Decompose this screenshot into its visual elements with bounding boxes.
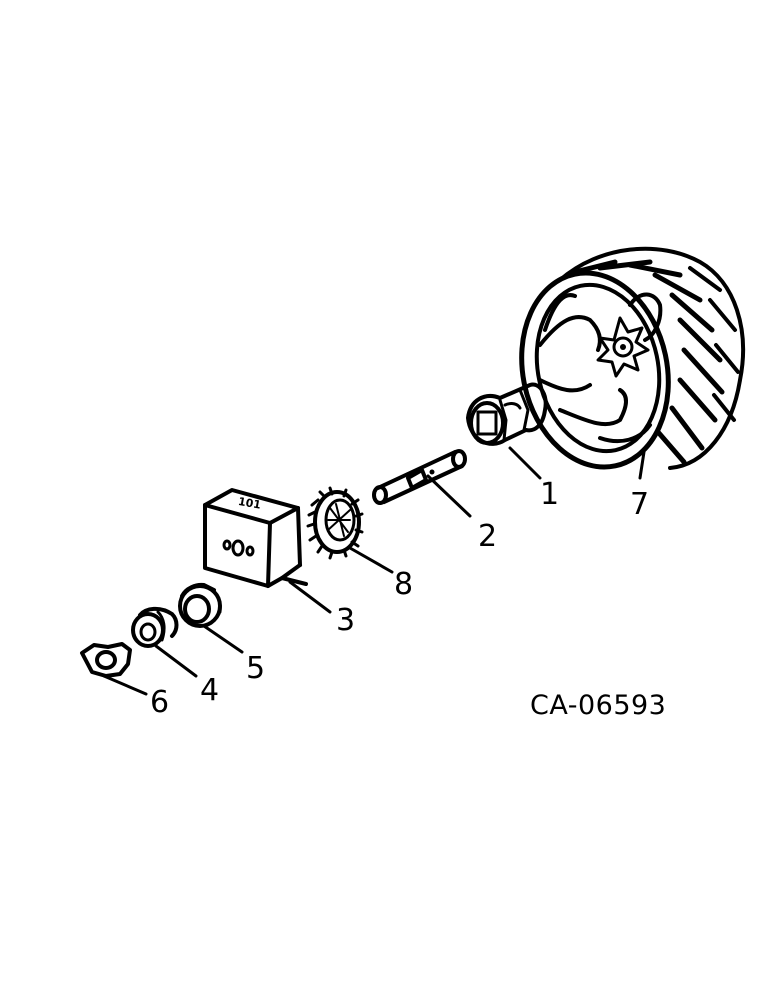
callout-number-2: 2 — [478, 519, 497, 554]
wheel-hub-icon — [466, 382, 548, 446]
bushing-icon — [131, 606, 179, 648]
leader-line-3 — [288, 580, 332, 614]
leader-line-7 — [638, 450, 646, 480]
callout-number-7: 7 — [630, 487, 649, 522]
flange-washer-icon — [80, 642, 132, 678]
leader-line-5 — [202, 624, 244, 654]
leader-line-8 — [348, 546, 394, 574]
callout-number-3: 3 — [336, 603, 355, 638]
callout-number-4: 4 — [200, 673, 219, 708]
leader-line-2 — [426, 474, 472, 518]
mounting-bracket-icon: 101 — [203, 488, 308, 588]
drawing-code: CA-06593 — [530, 690, 666, 721]
callout-number-1: 1 — [540, 477, 559, 512]
bearing-ring-icon — [178, 582, 222, 628]
leader-line-6 — [102, 674, 148, 696]
gear-icon — [306, 486, 364, 560]
bracket-stamp: 101 — [237, 495, 262, 512]
callout-number-6: 6 — [150, 685, 169, 720]
tire-wheel-icon — [519, 246, 745, 470]
callout-number-5: 5 — [246, 651, 265, 686]
callout-number-8: 8 — [394, 567, 413, 602]
axle-shaft-icon — [372, 449, 467, 505]
leader-line-4 — [154, 644, 198, 678]
leader-lines — [102, 446, 646, 696]
callout-numbers: 1 2 3 4 5 6 7 8 — [150, 477, 649, 720]
leader-line-1 — [508, 446, 542, 480]
